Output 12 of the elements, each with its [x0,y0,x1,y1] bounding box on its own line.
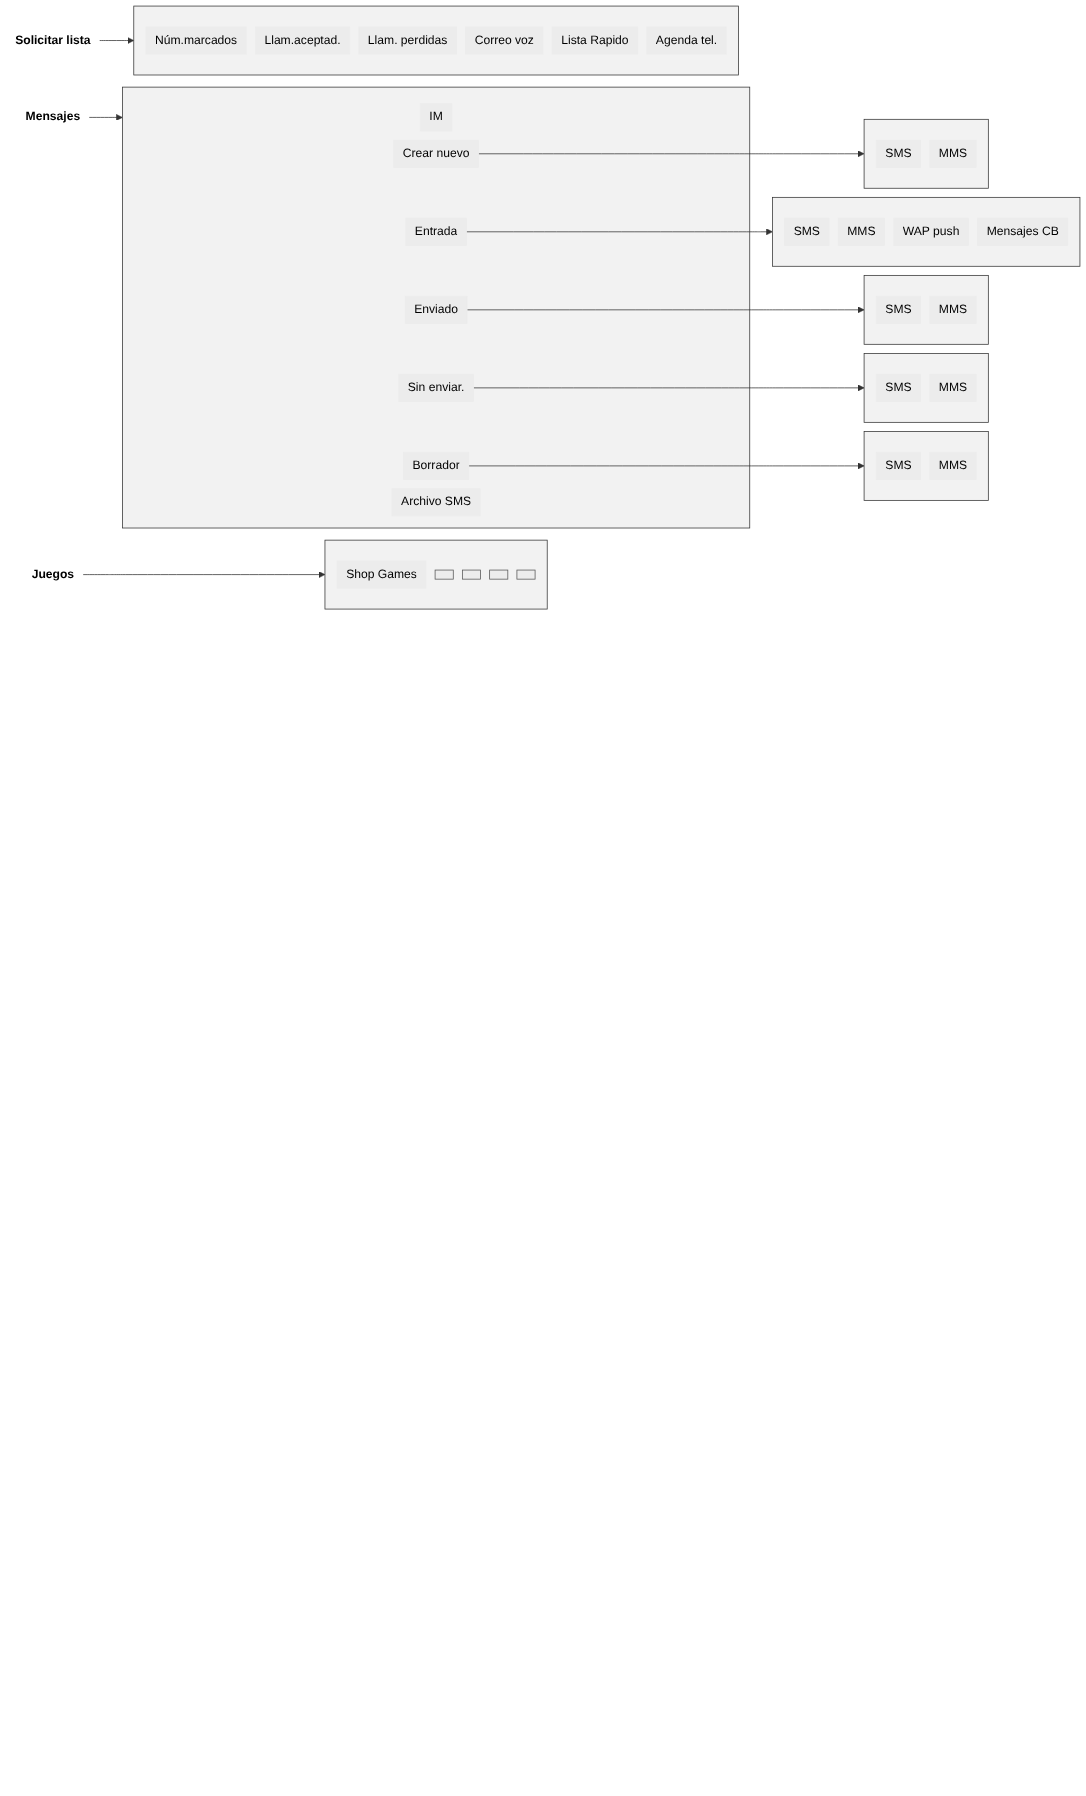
cluster [324,539,548,610]
node-box [434,569,454,580]
cluster [863,275,989,345]
node-box [489,569,509,580]
node-box [516,569,536,580]
cluster [863,431,989,501]
cluster [863,353,989,423]
cluster [122,86,751,529]
cluster [772,196,1081,267]
cluster [863,118,989,189]
node-box [462,569,481,580]
cluster [133,5,739,76]
